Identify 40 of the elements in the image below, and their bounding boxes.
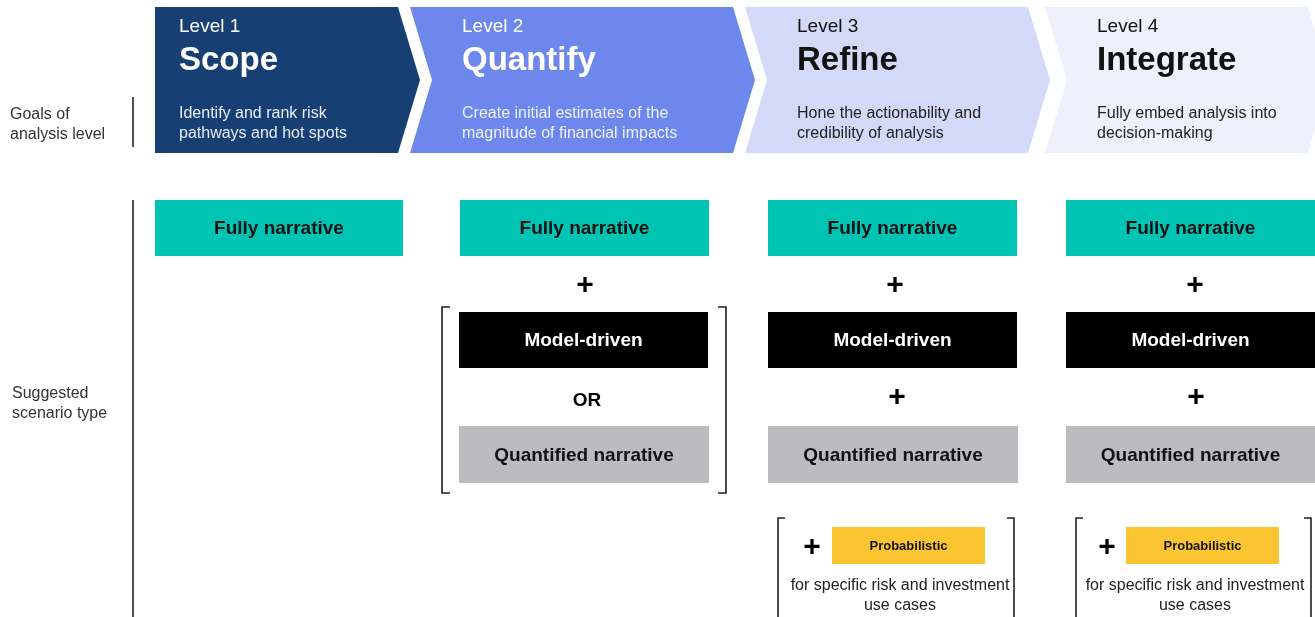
goal-text: Identify and rank risk pathways and hot spots bbox=[179, 103, 349, 143]
stage-title: Refine bbox=[797, 39, 899, 79]
scenario-box: Quantified narrative bbox=[459, 426, 709, 483]
plus-sign: + bbox=[575, 269, 595, 299]
scenario-tag: Probabilistic bbox=[832, 527, 985, 564]
level-label: Level 2 bbox=[462, 15, 525, 37]
stage-title: Quantify bbox=[462, 39, 597, 79]
scenario-box: Model-driven bbox=[768, 312, 1017, 368]
level-label: Level 4 bbox=[1097, 15, 1160, 37]
level-label: Level 1 bbox=[179, 15, 242, 37]
scenario-box: Fully narrative bbox=[768, 200, 1017, 256]
scenario-tag: Probabilistic bbox=[1126, 527, 1279, 564]
stage-title: Integrate bbox=[1097, 39, 1238, 79]
note-text: for specific risk and investment use cases bbox=[1085, 575, 1305, 615]
row-label: Goals of analysis level bbox=[10, 104, 107, 144]
scenario-box: Quantified narrative bbox=[1066, 426, 1315, 483]
chevron-banner bbox=[155, 7, 420, 153]
scenario-box: Model-driven bbox=[459, 312, 708, 368]
goal-text: Hone the actionability and credibility of analysis bbox=[797, 103, 983, 143]
goal-text: Create initial estimates of the magnitude of financial impacts bbox=[462, 103, 679, 143]
scenario-box: Fully narrative bbox=[460, 200, 709, 256]
chevron-banner bbox=[745, 7, 1050, 153]
level-label: Level 3 bbox=[797, 15, 860, 37]
plus-sign: + bbox=[885, 269, 905, 299]
plus-sign: + bbox=[1186, 381, 1206, 411]
row-label: Suggested scenario type bbox=[12, 383, 109, 423]
plus-sign: + bbox=[1097, 531, 1117, 561]
or-label: OR bbox=[571, 389, 603, 411]
plus-sign: + bbox=[887, 381, 907, 411]
note-text: for specific risk and investment use cases bbox=[790, 575, 1010, 615]
goal-text: Fully embed analysis into decision-making bbox=[1097, 103, 1278, 143]
stage-title: Scope bbox=[179, 39, 280, 79]
chevron-banner bbox=[1045, 7, 1315, 153]
chevron-banner bbox=[410, 7, 755, 153]
plus-sign: + bbox=[1185, 269, 1205, 299]
scenario-box: Quantified narrative bbox=[768, 426, 1018, 483]
scenario-box: Model-driven bbox=[1066, 312, 1315, 368]
plus-sign: + bbox=[802, 531, 822, 561]
scenario-box: Fully narrative bbox=[1066, 200, 1315, 256]
scenario-box: Fully narrative bbox=[155, 200, 403, 256]
